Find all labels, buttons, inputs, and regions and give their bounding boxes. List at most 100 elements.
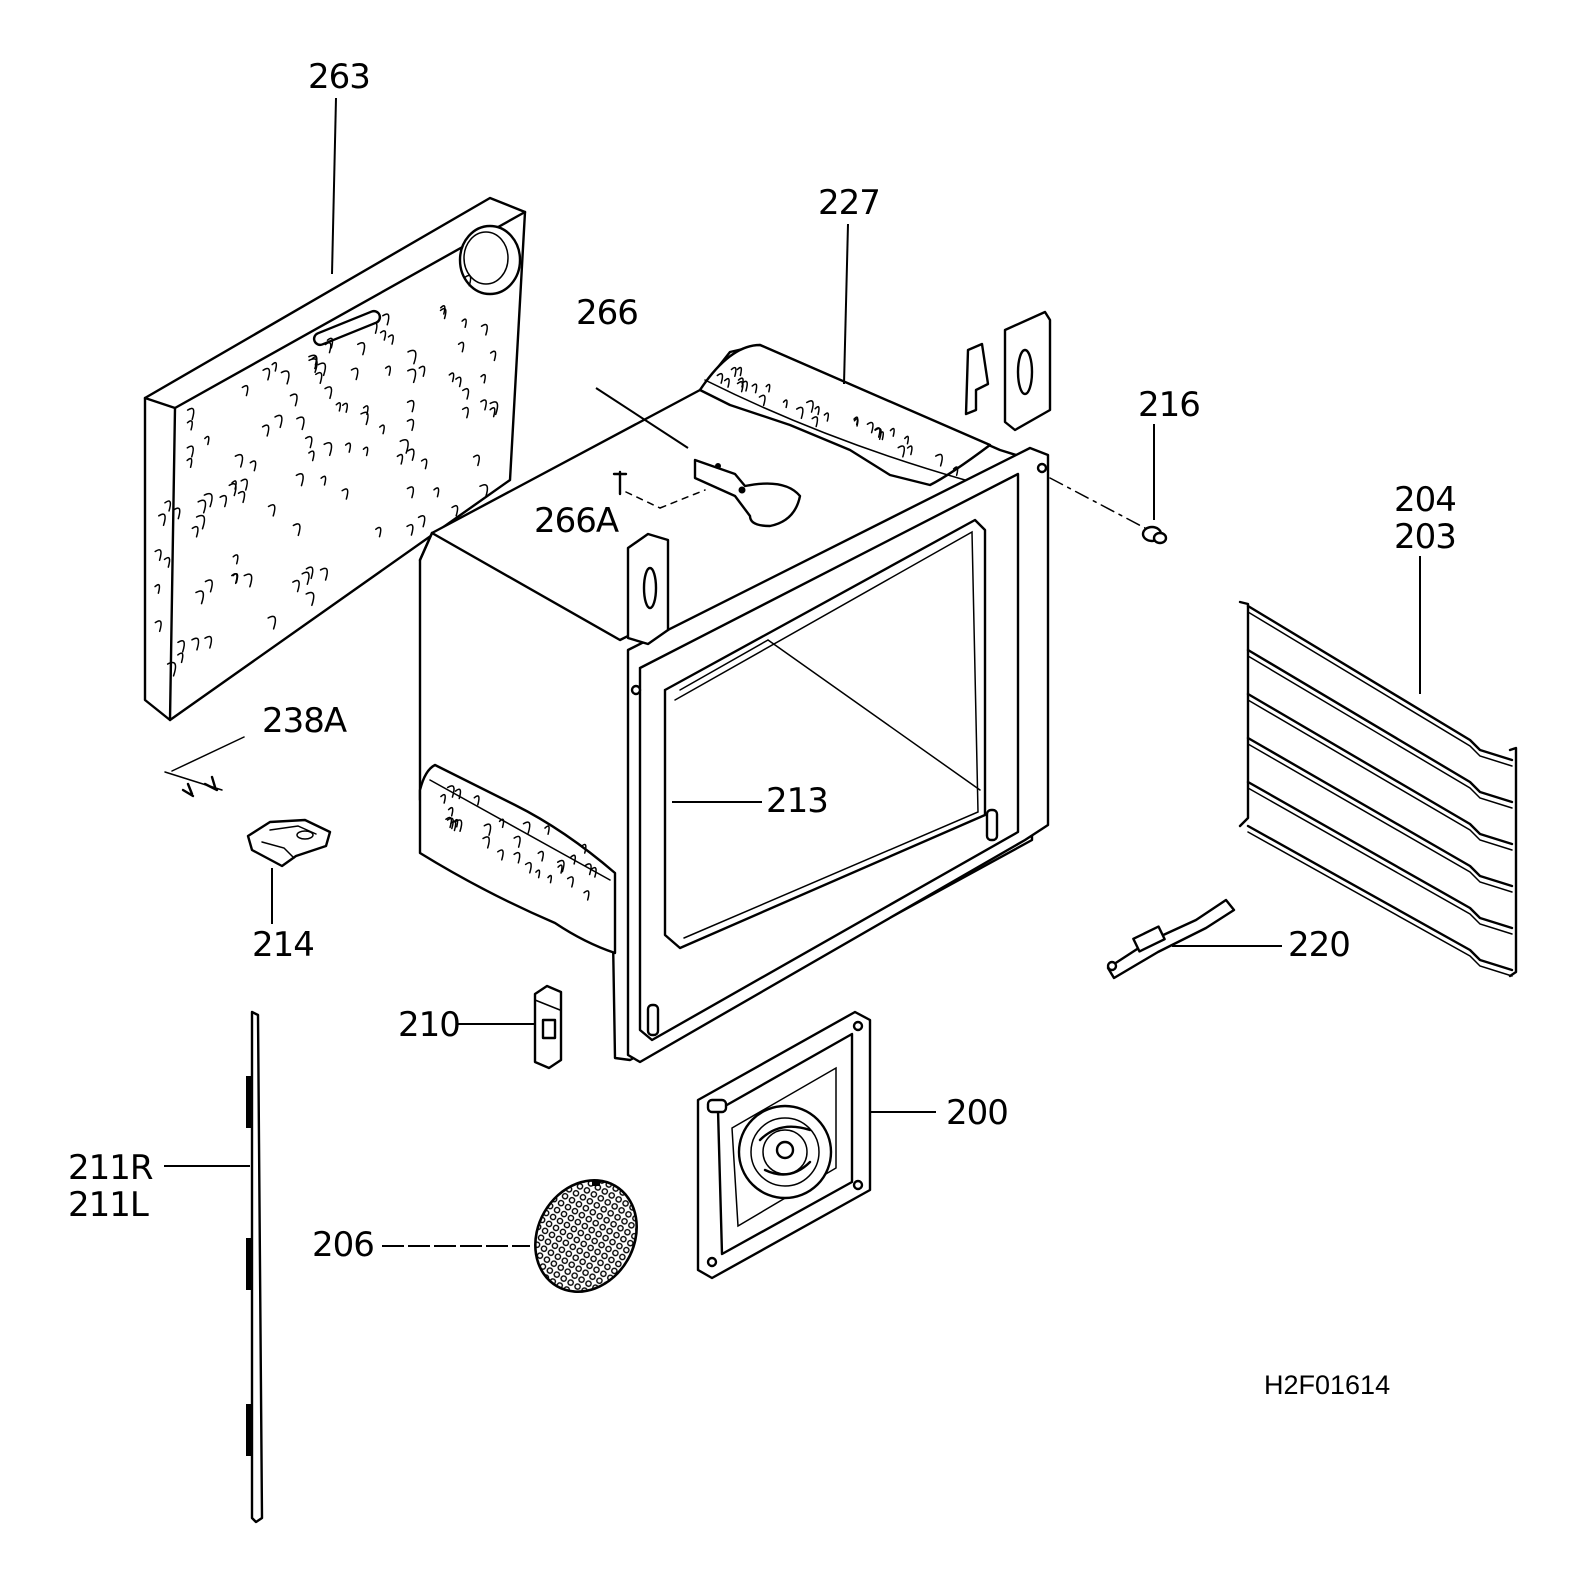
insulation-texture [584, 863, 592, 876]
insulation-texture [262, 367, 271, 381]
insulation-texture [483, 823, 492, 836]
insulation-texture [191, 525, 199, 538]
insulation-texture [267, 504, 276, 517]
insulation-texture [261, 424, 270, 437]
insulation-texture [308, 354, 318, 370]
insulation-texture [498, 818, 505, 829]
insulation-texture [335, 402, 342, 412]
label-211R: 211R [68, 1148, 154, 1188]
insulation-texture [522, 821, 531, 834]
insulation-texture [489, 407, 496, 418]
insulation-texture [489, 401, 499, 416]
insulation-texture [439, 305, 446, 315]
shelf-rail [1247, 787, 1513, 935]
insulation-texture [219, 494, 228, 508]
insulation-texture [231, 480, 237, 490]
insulation-texture [440, 793, 446, 804]
insulation-texture [730, 366, 737, 378]
insulation-texture [765, 383, 771, 393]
label-220: 220 [1288, 925, 1351, 965]
shelf-rail [1246, 780, 1514, 930]
insulation-texture [237, 490, 246, 504]
insulation-texture [301, 571, 310, 585]
insulation-texture [204, 435, 210, 446]
insulation-texture [453, 818, 459, 828]
label-213: 213 [766, 781, 829, 821]
insulation-texture [448, 372, 455, 383]
insulation-texture [341, 488, 349, 500]
insulation-texture [305, 591, 315, 607]
label-216: 216 [1138, 385, 1201, 425]
insulation-texture [454, 819, 463, 833]
label-210: 210 [398, 1005, 461, 1045]
insulation-texture [173, 507, 181, 520]
insulation-texture [736, 366, 743, 377]
label-238A: 238A [262, 701, 347, 741]
insulation-texture [547, 874, 553, 884]
insulation-texture [186, 445, 194, 458]
part-220-rod [1106, 898, 1282, 980]
shelf-rail [1246, 604, 1514, 762]
insulation-texture [232, 554, 239, 565]
insulation-texture [186, 407, 195, 421]
insulation-texture [195, 590, 205, 605]
insulation-texture [399, 439, 409, 454]
insulation-texture [231, 573, 238, 585]
part-216-fixing [1049, 424, 1168, 545]
insulation-texture [324, 342, 332, 354]
insulation-texture [445, 816, 453, 829]
insulation-texture [274, 414, 283, 429]
insulation-texture [814, 405, 820, 416]
part-211-side-rail [164, 1010, 264, 1524]
insulation-texture [482, 836, 490, 849]
insulation-texture [341, 402, 349, 413]
insulation-texture [320, 475, 327, 486]
insulation-texture [191, 637, 200, 651]
insulation-texture [163, 556, 171, 568]
insulation-texture [897, 445, 906, 458]
insulation-texture [513, 851, 521, 864]
insulation-texture [417, 514, 426, 528]
insulation-texture [289, 393, 298, 407]
insulation-texture [904, 435, 910, 445]
insulation-texture [319, 567, 328, 581]
leader-263 [331, 97, 337, 275]
insulation-texture [418, 365, 426, 377]
insulation-texture [473, 795, 480, 806]
insulation-texture [874, 427, 882, 440]
insulation-texture [472, 454, 480, 467]
insulation-texture [406, 486, 415, 499]
insulation-texture [446, 817, 454, 830]
insulation-texture [480, 399, 487, 411]
insulation-texture [304, 435, 313, 449]
insulation-texture [315, 371, 323, 385]
insulation-texture [464, 274, 472, 287]
insulation-texture [267, 615, 277, 630]
insulation-texture [379, 330, 387, 341]
label-214: 214 [252, 925, 315, 965]
insulation-texture [387, 334, 394, 345]
insulation-texture [382, 313, 390, 326]
insulation-texture [234, 453, 244, 468]
insulation-texture [375, 526, 382, 538]
insulation-texture [906, 445, 913, 456]
insulation-texture [271, 361, 278, 372]
insulation-texture [406, 448, 415, 461]
insulation-texture [446, 785, 455, 798]
insulation-texture [934, 453, 943, 467]
insulation-texture [204, 635, 213, 649]
part-263-insulation-panel [143, 196, 527, 722]
drawing-code: H2F01614 [1264, 1370, 1391, 1400]
insulation-texture [177, 652, 184, 664]
insulation-texture [406, 399, 415, 413]
insulation-texture [379, 424, 385, 435]
label-200: 200 [946, 1093, 1009, 1133]
insulation-texture [544, 825, 550, 835]
label-266A: 266A [534, 501, 619, 541]
insulation-texture [407, 368, 417, 384]
insulation-texture [249, 460, 257, 472]
insulation-texture [186, 457, 193, 469]
insulation-texture [805, 400, 814, 413]
insulation-texture [433, 487, 440, 498]
